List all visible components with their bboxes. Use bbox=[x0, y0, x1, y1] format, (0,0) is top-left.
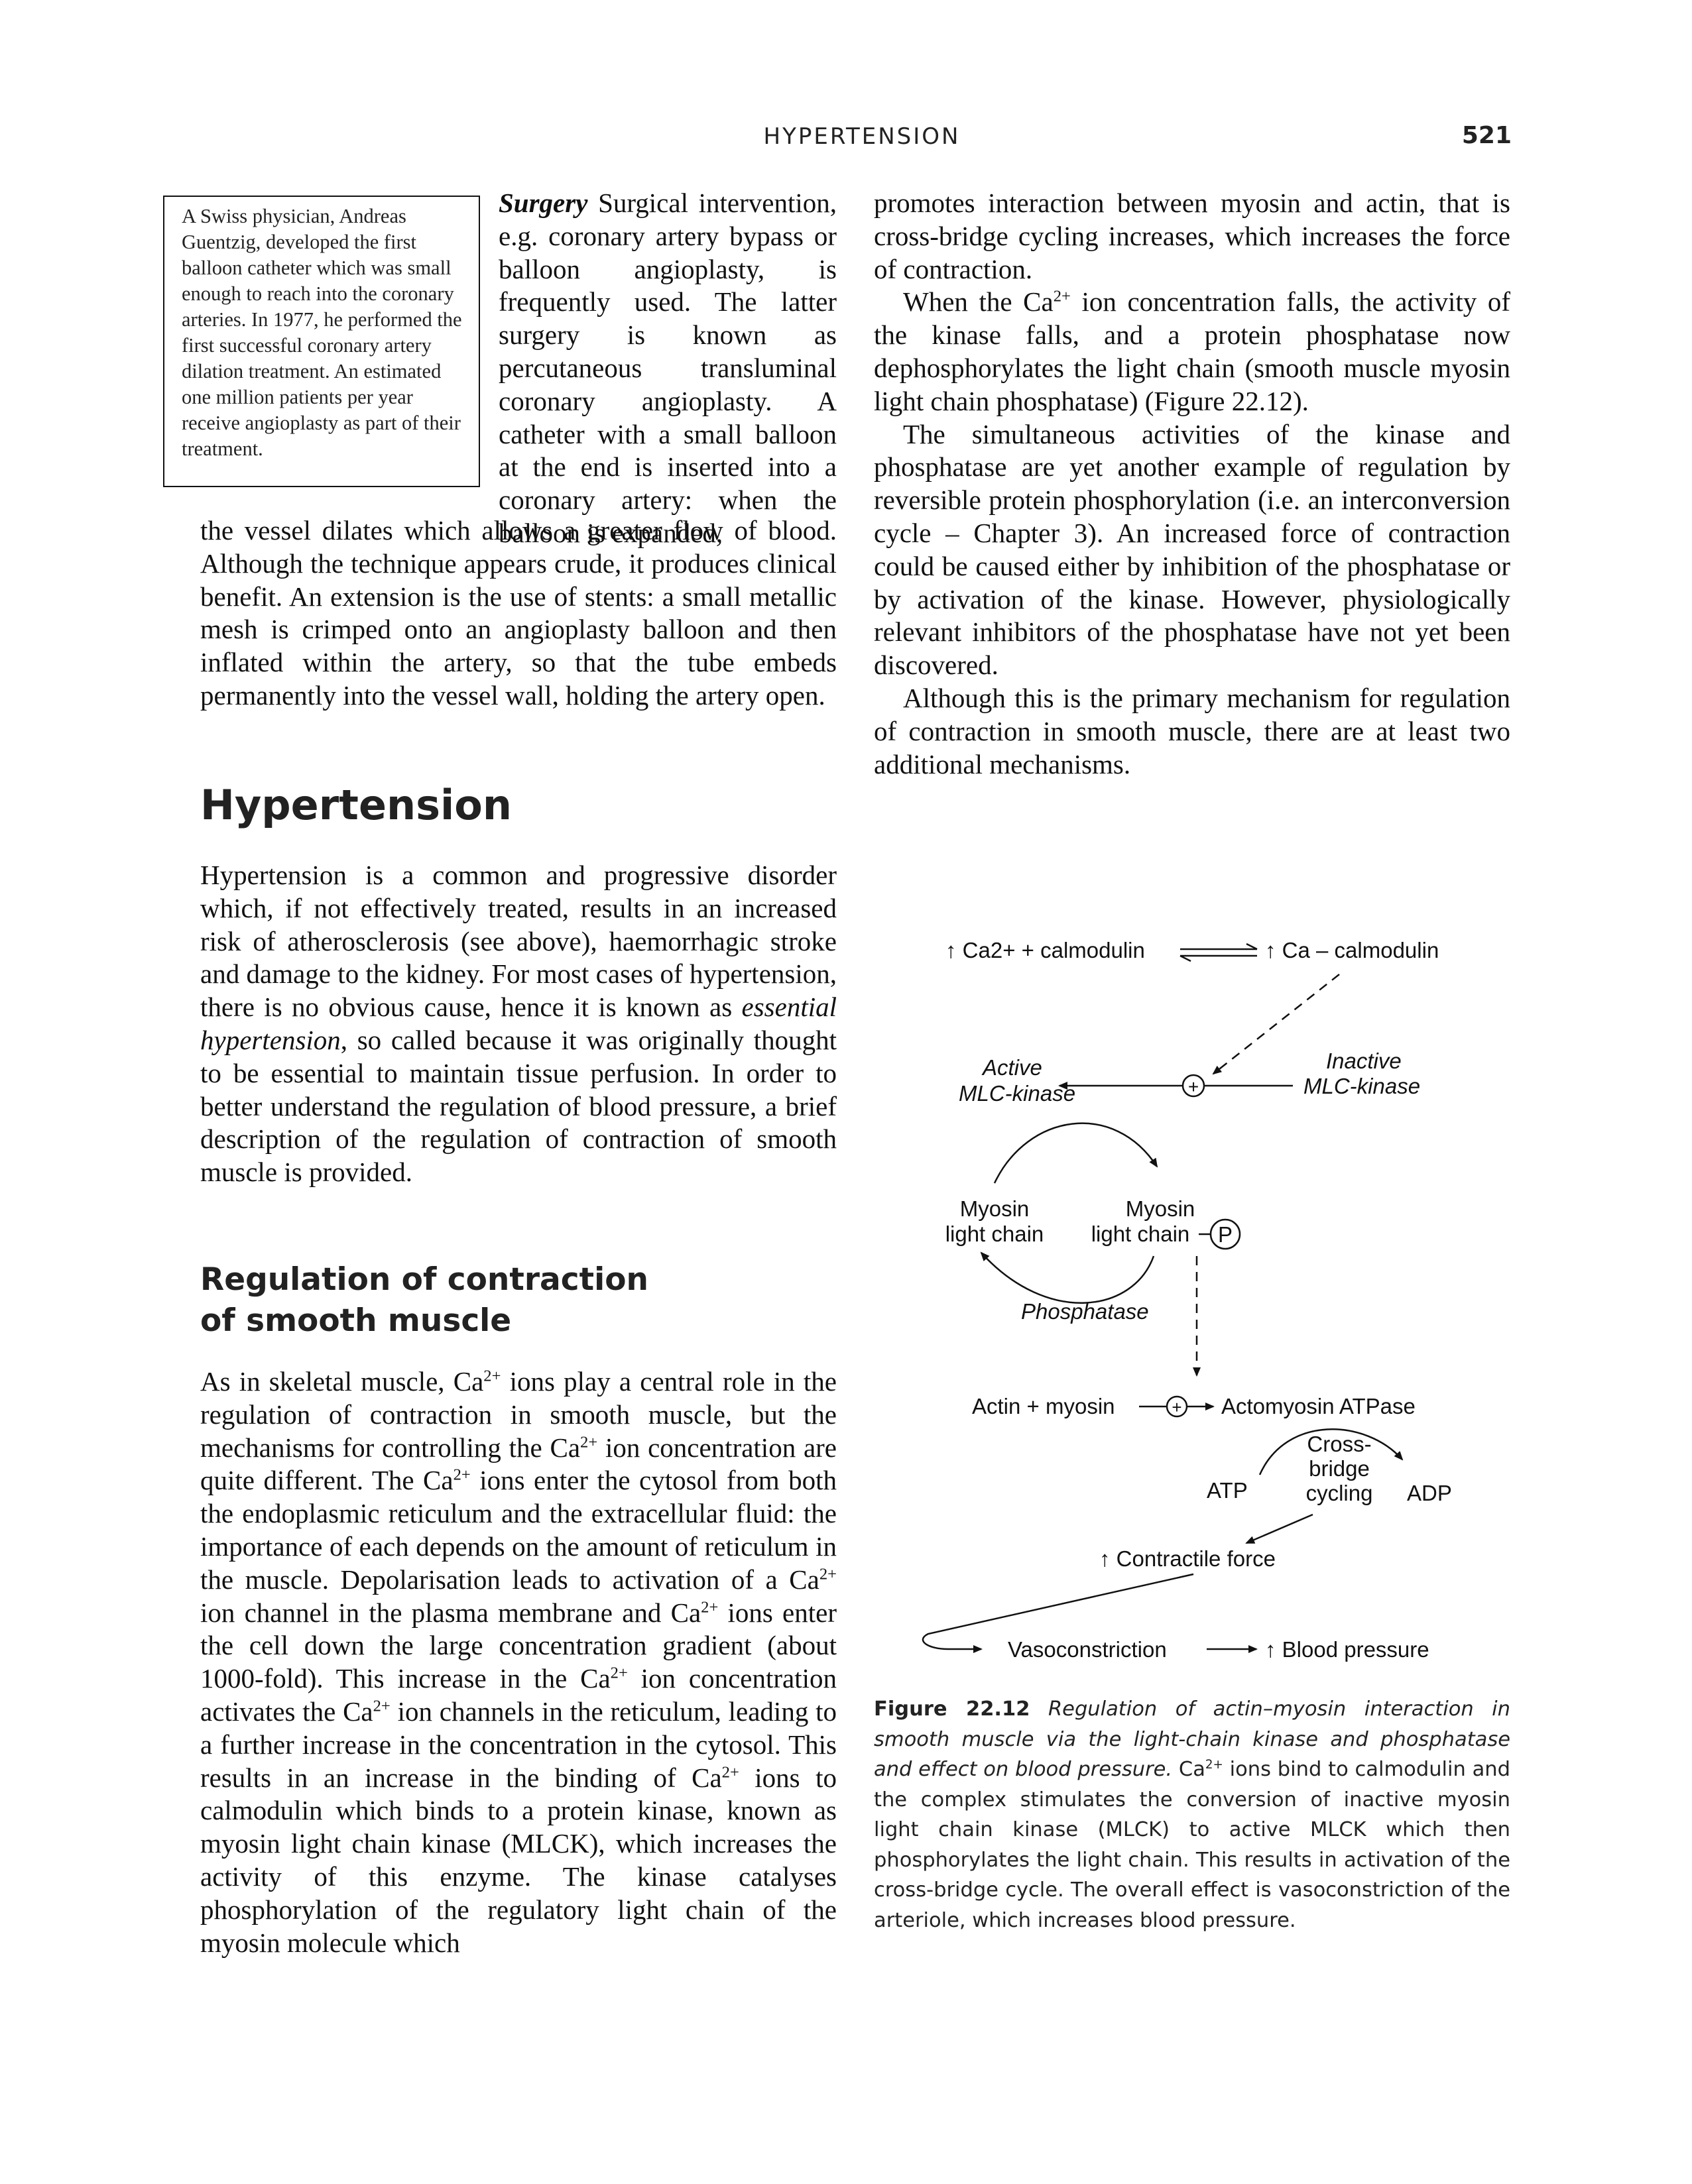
cross-bridge-arc-arrow bbox=[1258, 1428, 1404, 1475]
regulation-heading-line2: of smooth muscle bbox=[200, 1302, 512, 1339]
ca-symbol: Ca bbox=[453, 1366, 484, 1397]
reg-seg6: ions enter the cell down the large conce… bbox=[200, 1597, 837, 1694]
sidebar-box bbox=[163, 196, 480, 487]
ca-symbol: Ca bbox=[789, 1564, 819, 1595]
vasoconstriction-loop-arrow bbox=[922, 1573, 1194, 1653]
right-paragraph-2: When the Ca2+ ion concentration falls, t… bbox=[874, 286, 1510, 418]
essential-hypertension-term: essential hypertension bbox=[200, 992, 837, 1055]
right-paragraph-3: The simultaneous activities of the kinas… bbox=[874, 418, 1510, 681]
section-heading-hypertension: Hypertension bbox=[200, 781, 513, 829]
reg-seg7: ion concentration activates the bbox=[200, 1663, 837, 1727]
ca-symbol: Ca bbox=[1023, 286, 1054, 317]
surgery-run-in: Surgery bbox=[499, 188, 588, 218]
active-kinase-line2: MLC-kinase bbox=[959, 1081, 1075, 1106]
regulation-paragraph: As in skeletal muscle, Ca2+ ions play a … bbox=[200, 1365, 837, 1959]
actomyosin-plus-circle bbox=[1166, 1395, 1188, 1418]
caption-ca: Ca bbox=[1178, 1758, 1205, 1781]
calmodulin-activation-dashed-arrow bbox=[1212, 974, 1340, 1075]
regulation-heading-line1: Regulation of contraction bbox=[200, 1261, 648, 1298]
surgery-text-wide: the vessel dilates which allows a greate… bbox=[200, 515, 837, 711]
phosphate-circle bbox=[1209, 1218, 1241, 1250]
myosin-right-line1: Myosin bbox=[1126, 1196, 1195, 1221]
ca-charge: 2+ bbox=[701, 1597, 719, 1616]
ca-calmodulin-right-label: ↑ Ca – calmodulin bbox=[1265, 938, 1439, 962]
reg-seg5: ion channel in the plasma membrane and bbox=[200, 1597, 671, 1628]
hypertension-text-b: , so called because it was originally th… bbox=[200, 1024, 837, 1188]
ca-charge: 2+ bbox=[483, 1367, 501, 1385]
caption-italic: Regulation of actin–myosin interaction i… bbox=[874, 1697, 1510, 1781]
inactive-kinase-line2: MLC-kinase bbox=[1303, 1074, 1420, 1098]
ca-symbol: Ca bbox=[580, 1663, 611, 1694]
ca-calmodulin-left-label: ↑ Ca2+ + calmodulin bbox=[945, 938, 1145, 962]
ca-charge: 2+ bbox=[610, 1664, 628, 1682]
reg-seg3: ion concentration are quite different. T… bbox=[200, 1432, 837, 1496]
phosphorylation-arc-arrow bbox=[993, 1122, 1158, 1184]
reg-seg8: ion channels in the reticulum, leading t… bbox=[200, 1695, 837, 1793]
right-column: promotes interaction between myosin and … bbox=[874, 187, 1510, 781]
reg-seg4: ions enter the cytosol from both the end… bbox=[200, 1465, 837, 1595]
myosin-left-line1: Myosin bbox=[960, 1196, 1030, 1221]
kinase-plus-sign: + bbox=[1188, 1076, 1199, 1097]
phosphatase-label: Phosphatase bbox=[1021, 1299, 1149, 1324]
dephosphorylation-arc-arrow bbox=[980, 1251, 1155, 1304]
right-paragraph-4: Although this is the primary mechanism f… bbox=[874, 682, 1510, 779]
adp-label: ADP bbox=[1407, 1481, 1452, 1505]
reg-seg1: As in skeletal muscle, bbox=[200, 1366, 453, 1397]
caption-label: Figure 22.12 bbox=[874, 1697, 1030, 1721]
surgery-text-narrow: Surgical intervention, e.g. coronary art… bbox=[499, 188, 837, 548]
hypertension-text-a: Hypertension is a common and progressive… bbox=[200, 860, 837, 1023]
kinase-plus-circle bbox=[1181, 1074, 1205, 1098]
ca-charge: 2+ bbox=[373, 1697, 391, 1715]
ca-charge: 2+ bbox=[453, 1466, 471, 1484]
contractile-force-label: ↑ Contractile force bbox=[1099, 1546, 1276, 1571]
force-arrow bbox=[1245, 1513, 1313, 1544]
cross-bridge-line2: bridge bbox=[1309, 1456, 1370, 1481]
right-paragraph-1: promotes interaction between myosin and … bbox=[874, 188, 1510, 284]
phosphate-label: P bbox=[1218, 1222, 1233, 1247]
ca-symbol: Ca bbox=[550, 1432, 581, 1463]
myosin-right-line2: light chain bbox=[1091, 1222, 1190, 1246]
surgery-paragraph-narrow: Surgery Surgical intervention, e.g. coro… bbox=[499, 187, 837, 550]
ca-symbol: Ca bbox=[343, 1695, 373, 1727]
right-p2-b: ion concentration falls, the activity of… bbox=[874, 286, 1510, 416]
ca-charge: 2+ bbox=[1053, 287, 1071, 306]
actomyosin-atpase-label: Actomyosin ATPase bbox=[1221, 1394, 1416, 1418]
section-heading-regulation: Regulation of contraction of smooth musc… bbox=[200, 1259, 731, 1342]
cross-bridge-line1: Cross- bbox=[1307, 1432, 1371, 1456]
surgery-paragraph-wide: the vessel dilates which allows a greate… bbox=[200, 514, 837, 713]
hypertension-paragraph: Hypertension is a common and progressive… bbox=[200, 859, 837, 1189]
active-kinase-line1: Active bbox=[981, 1055, 1042, 1080]
actomyosin-plus-sign: + bbox=[1172, 1397, 1181, 1417]
inactive-kinase-line1: Inactive bbox=[1326, 1049, 1402, 1073]
ca-symbol: Ca bbox=[423, 1465, 453, 1496]
right-p2-a: When the bbox=[903, 286, 1024, 317]
reg-seg9: ions to calmodulin which binds to a prot… bbox=[200, 1762, 837, 1958]
atp-label: ATP bbox=[1207, 1478, 1248, 1503]
cross-bridge-line3: cycling bbox=[1306, 1481, 1373, 1505]
reg-seg2: ions play a central role in the regulati… bbox=[200, 1366, 837, 1463]
ca-charge: 2+ bbox=[580, 1432, 598, 1451]
figure-caption: Figure 22.12 Regulation of actin–myosin … bbox=[874, 1694, 1510, 1935]
caption-rest: ions bind to calmodulin and the complex … bbox=[874, 1758, 1510, 1932]
ca-charge: 2+ bbox=[819, 1565, 837, 1583]
page-number: 521 bbox=[1461, 122, 1512, 149]
blood-pressure-label: ↑ Blood pressure bbox=[1265, 1637, 1429, 1662]
caption-ca-charge: 2+ bbox=[1205, 1757, 1223, 1772]
figure-22-12-diagram: ↑ Ca2+ + calmodulin ↑ Ca – calmodulin Ac… bbox=[922, 938, 1452, 1662]
sidebar-text: A Swiss physician, Andreas Guentzig, dev… bbox=[182, 205, 462, 460]
ca-charge: 2+ bbox=[721, 1762, 739, 1781]
ca-symbol: Ca bbox=[670, 1597, 701, 1628]
vasoconstriction-label: Vasoconstriction bbox=[1008, 1637, 1167, 1662]
actin-myosin-label: Actin + myosin bbox=[972, 1394, 1115, 1418]
myosin-left-line2: light chain bbox=[945, 1222, 1044, 1246]
running-header-title: HYPERTENSION bbox=[763, 123, 961, 150]
ca-symbol: Ca bbox=[692, 1762, 722, 1793]
